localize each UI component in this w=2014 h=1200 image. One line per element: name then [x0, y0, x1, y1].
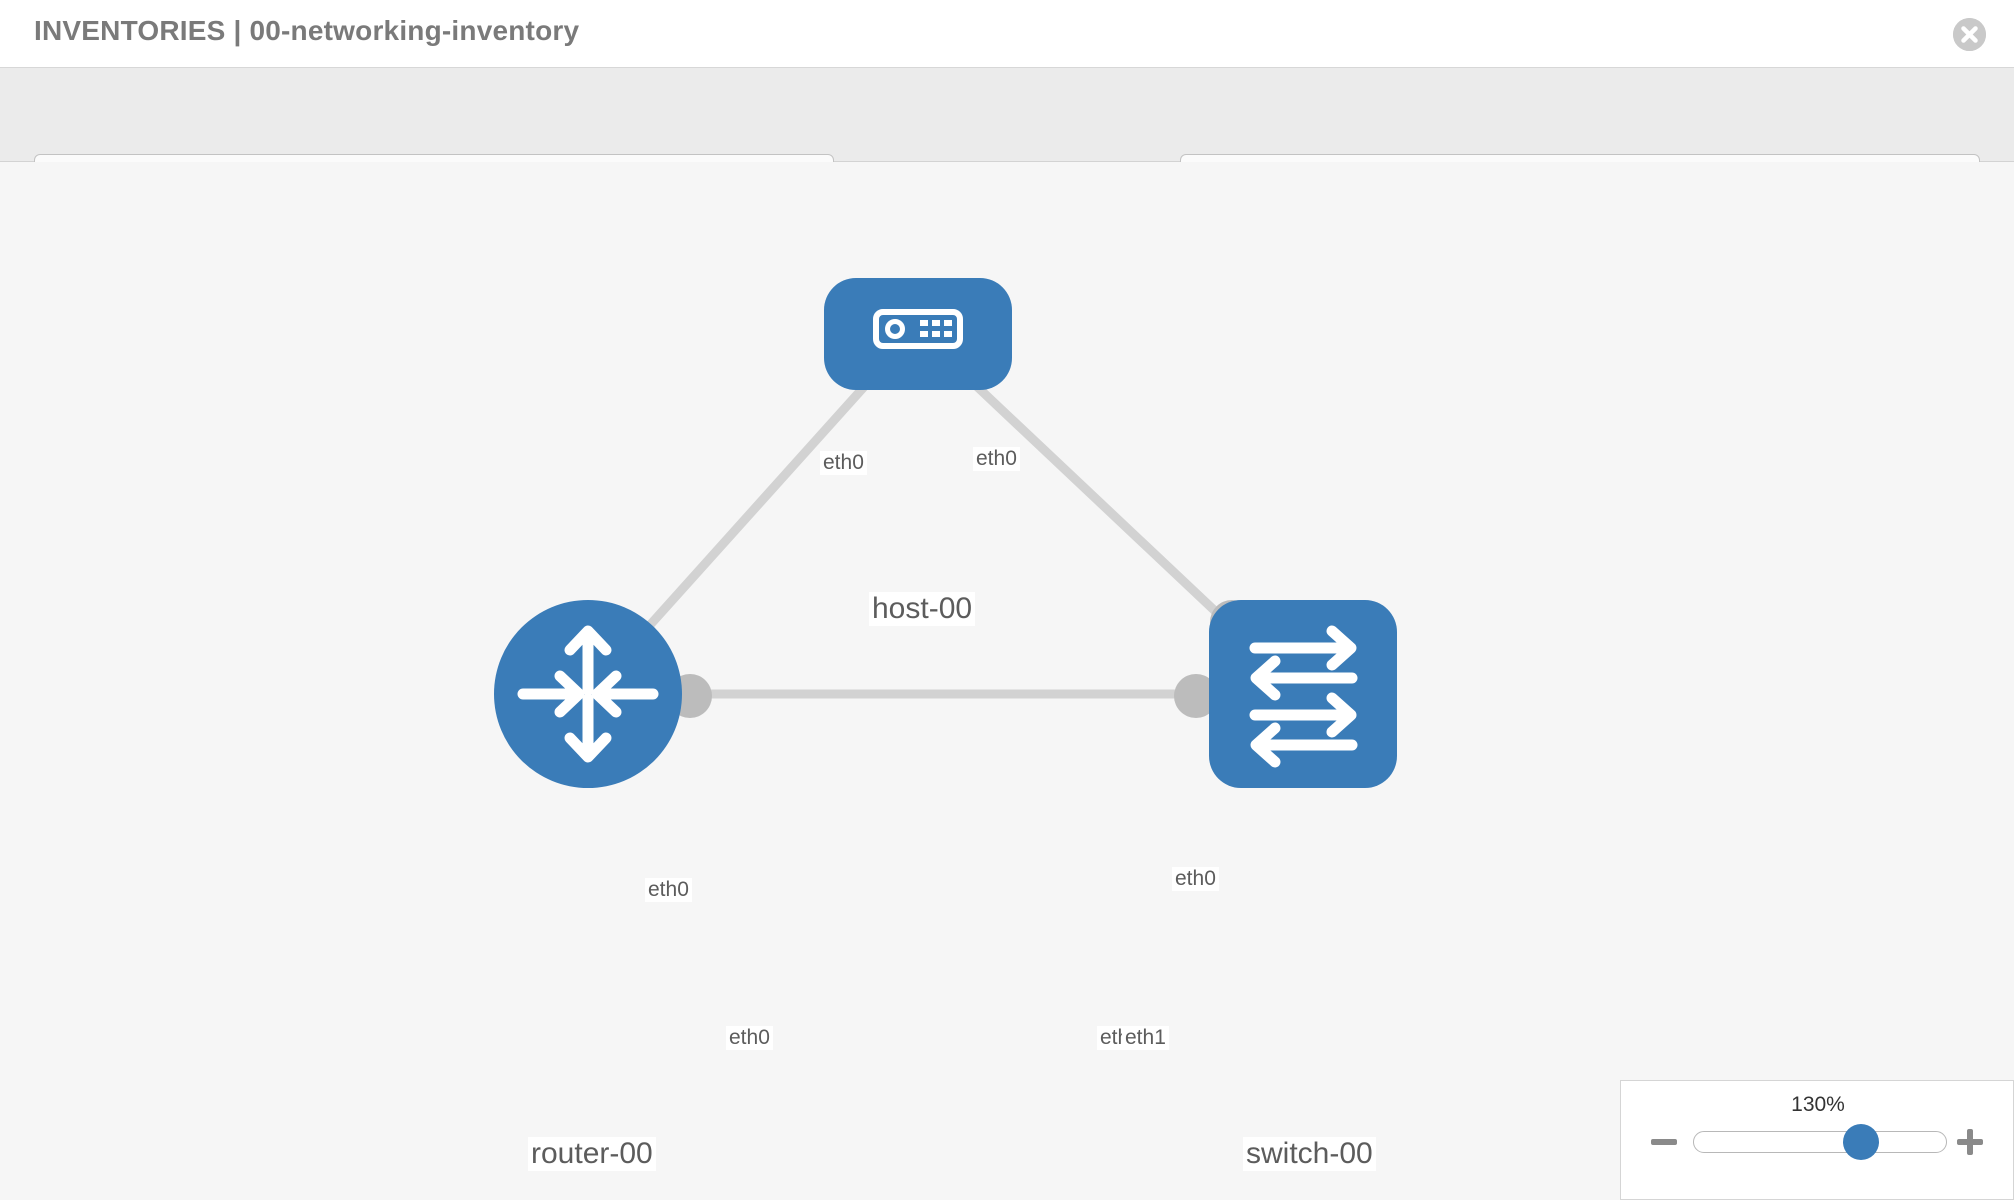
zoom-in-button[interactable] [1955, 1127, 1985, 1157]
iface-label-switch-left-eth1: eth1 [1122, 1026, 1169, 1051]
node-label-switch-00: switch-00 [1243, 1137, 1376, 1171]
topology-canvas[interactable]: eth0 eth0 eth0 eth0 eth0 eth0 eth1 host-… [0, 162, 2014, 1200]
zoom-control-panel: 130% [1620, 1080, 2014, 1200]
iface-label-switch-up: eth0 [1172, 867, 1219, 892]
node-router-00 [494, 600, 682, 788]
zoom-level-value: 130% [1791, 1093, 1845, 1116]
zoom-out-button[interactable] [1649, 1127, 1679, 1157]
iface-label-router-right: eth0 [726, 1026, 773, 1051]
minus-icon [1651, 1139, 1677, 1145]
zoom-slider-thumb[interactable] [1843, 1124, 1879, 1160]
plus-icon-vertical [1967, 1129, 1973, 1155]
zoom-slider-track[interactable] [1693, 1131, 1947, 1153]
node-host-00 [824, 278, 1012, 390]
node-label-host-00: host-00 [869, 592, 976, 626]
iface-label-router-up: eth0 [645, 878, 692, 903]
close-icon[interactable] [1953, 18, 1986, 51]
title-bar: INVENTORIES | 00-networking-inventory [0, 0, 2014, 68]
page-title: INVENTORIES | 00-networking-inventory [34, 15, 580, 46]
iface-label-host-left: eth0 [820, 451, 867, 476]
toolbar: ACTIONS SEARCH [0, 68, 2014, 210]
iface-label-host-right: eth0 [973, 447, 1020, 472]
node-label-router-00: router-00 [528, 1137, 656, 1171]
node-switch-00 [1209, 600, 1397, 788]
